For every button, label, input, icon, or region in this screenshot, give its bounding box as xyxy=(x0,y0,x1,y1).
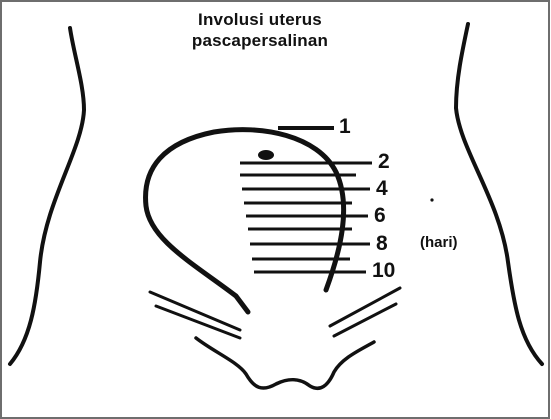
right-body-outline xyxy=(456,24,542,364)
left-body-outline xyxy=(10,28,84,364)
day-label-6: 6 xyxy=(374,205,386,227)
unit-label-days: (hari) xyxy=(420,234,458,252)
diagram-title-line-1: Involusi uterus xyxy=(130,10,390,30)
speck xyxy=(430,198,433,201)
day-label-4: 4 xyxy=(376,178,388,200)
day-label-10: 10 xyxy=(372,260,395,282)
uterus-outline xyxy=(146,130,344,312)
diagram-title-line-2: pascapersalinan xyxy=(130,31,390,51)
fundus-dot xyxy=(258,150,274,160)
day-label-1: 1 xyxy=(339,116,351,138)
day-label-8: 8 xyxy=(376,233,388,255)
day-label-2: 2 xyxy=(378,151,390,173)
left-inguinal-line xyxy=(150,292,240,330)
pelvic-outline xyxy=(196,338,374,388)
